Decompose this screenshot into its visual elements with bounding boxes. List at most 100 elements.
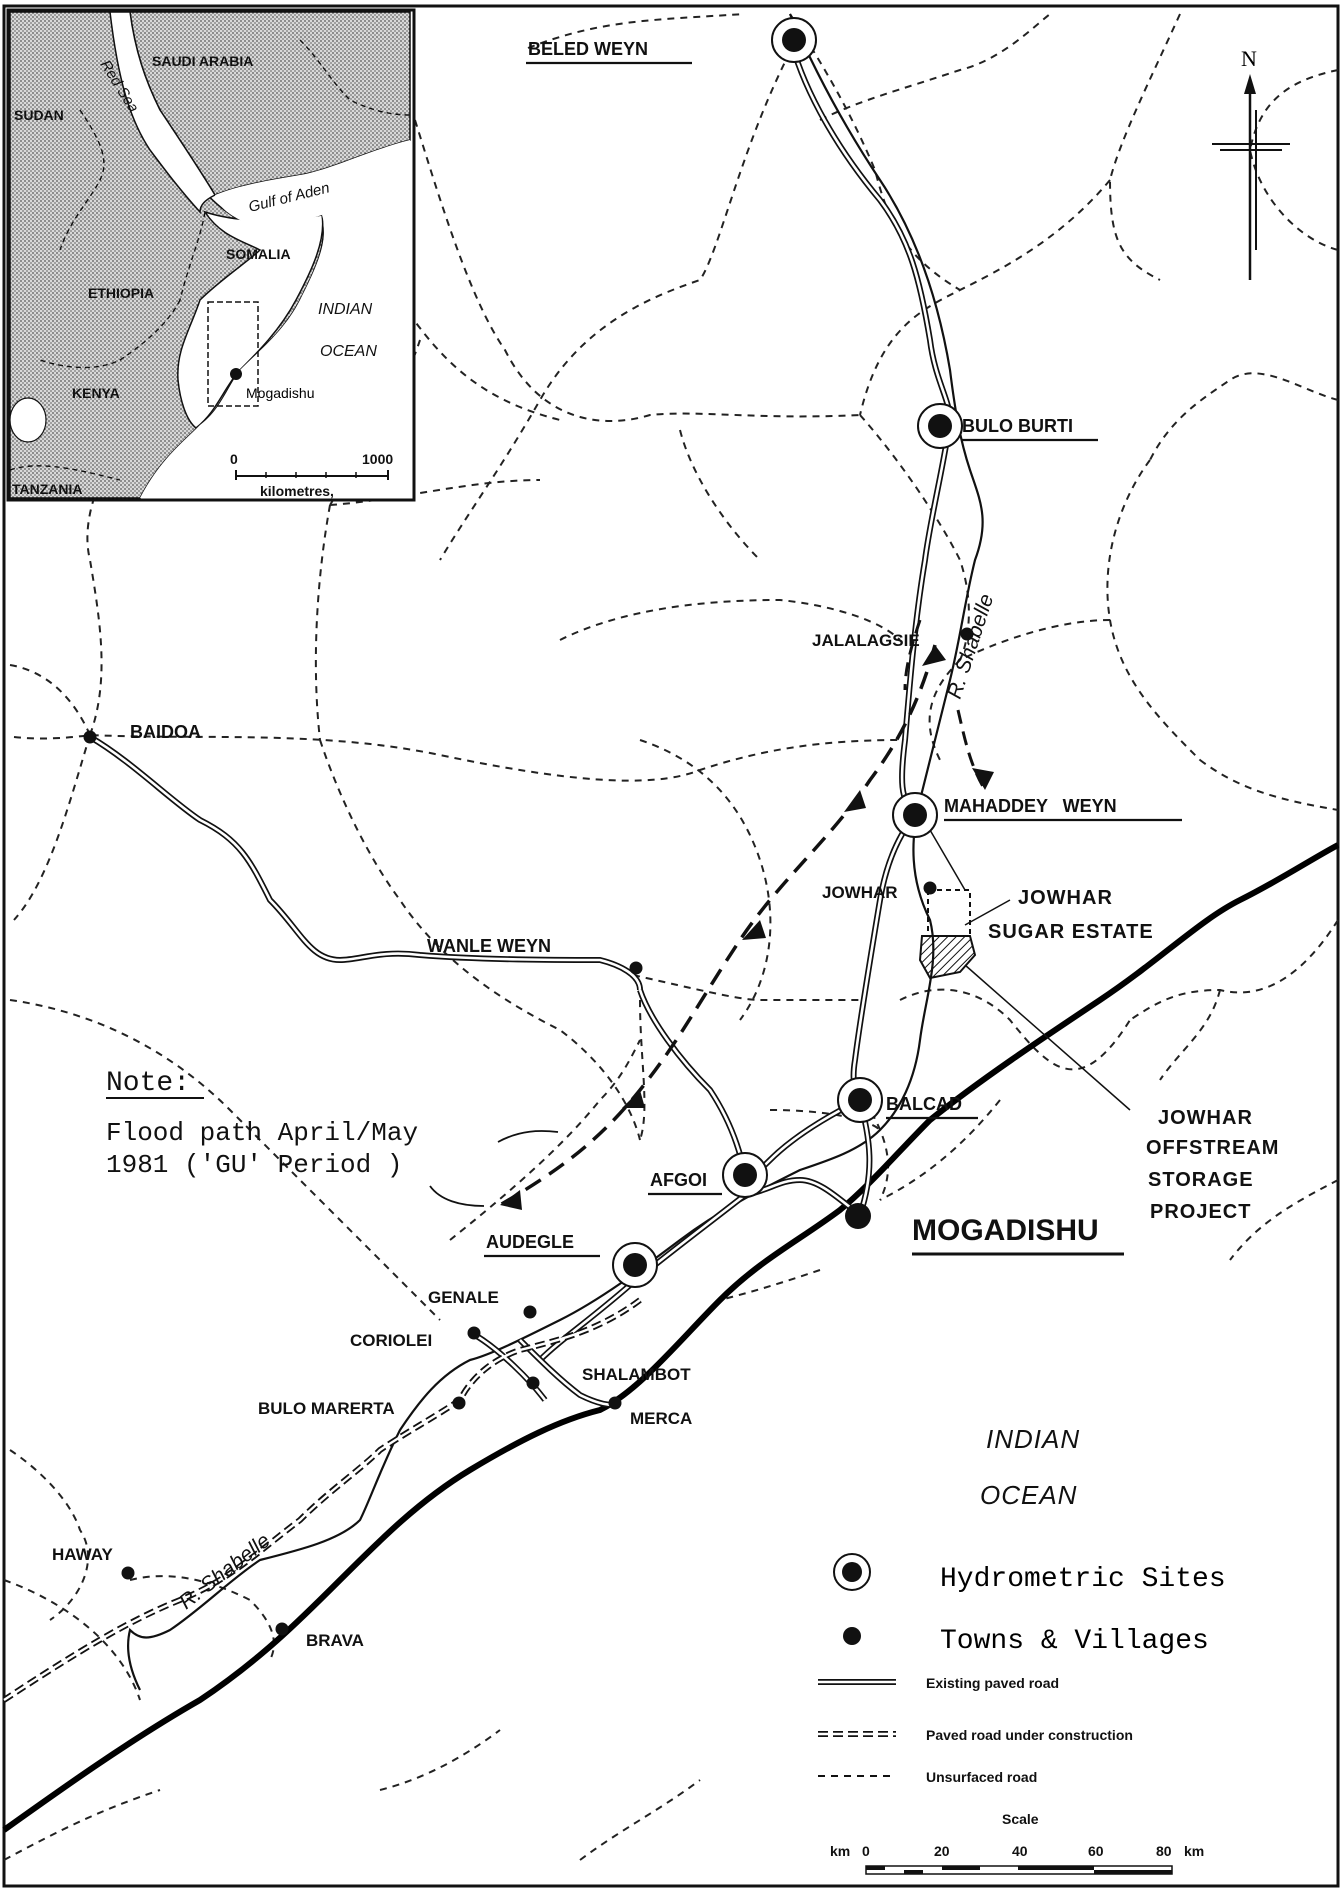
feature-labels: JOWHAR SUGAR ESTATE JOWHAR OFFSTREAM STO… <box>988 887 1279 1223</box>
inset-red-sea <box>109 11 217 214</box>
shabelle-river <box>126 13 984 1691</box>
label-offstream-1: JOWHAR <box>1158 1107 1253 1129</box>
inset-label-sudan: SUDAN <box>14 107 64 123</box>
inset-ocean <box>140 190 410 498</box>
hydrometric-afgoi <box>722 1152 768 1198</box>
ocean-label-ocean: OCEAN <box>980 1480 1077 1510</box>
scale-unit-suffix: km <box>1184 1843 1204 1859</box>
legend-hydrometric: Hydrometric Sites <box>940 1564 1226 1595</box>
jowhar-sugar-estate-area <box>927 889 971 937</box>
legend-hydrometric-symbol <box>833 1553 871 1591</box>
legend-under-construction: Paved road under construction <box>926 1727 1133 1743</box>
label-jowhar-sugar-2: SUGAR ESTATE <box>988 921 1154 943</box>
inset-mogadishu-dot <box>230 368 242 380</box>
north-arrow: N <box>1212 46 1290 280</box>
unsurfaced-road-network <box>3 13 1339 1861</box>
town-jalalagsie <box>960 627 974 641</box>
label-jalalagsie: JALALAGSIE <box>812 631 920 650</box>
coastline <box>2 842 1340 1833</box>
scale-tick-80: 80 <box>1156 1843 1172 1859</box>
label-balcad: BALCAD <box>886 1094 962 1114</box>
label-mogadishu: MOGADISHU <box>912 1214 1099 1247</box>
town-jowhar <box>923 881 937 895</box>
scale-tick-0: 0 <box>862 1843 870 1859</box>
mahaddey-estate-leader <box>929 829 966 891</box>
hydrometric-beled-weyn <box>771 17 817 63</box>
inset-label-kenya: KENYA <box>72 385 120 401</box>
flood-note: Note: Flood path April/May 1981 ('GU' Pe… <box>106 1068 559 1207</box>
mogadishu-marker <box>845 1203 871 1229</box>
label-jowhar: JOWHAR <box>822 883 898 902</box>
inset-somalia <box>177 210 324 429</box>
sugar-estate-leader <box>964 899 1011 926</box>
legend-town-symbol <box>843 1627 861 1645</box>
label-jowhar-sugar-1: JOWHAR <box>1018 887 1113 909</box>
towns <box>83 627 974 1636</box>
label-brava: BRAVA <box>306 1631 364 1650</box>
river-label-lower: R. Shabelle <box>175 1529 275 1614</box>
map-frame <box>2 4 1340 1888</box>
scale-tick-60: 60 <box>1088 1843 1104 1859</box>
offstream-leader <box>964 964 1131 1111</box>
inset-label-ethiopia: ETHIOPIA <box>88 285 154 301</box>
inset-study-area-box <box>207 301 259 407</box>
town-wanle-weyn <box>629 961 643 975</box>
label-wanle-weyn: WANLE WEYN <box>427 936 551 956</box>
town-baidoa <box>83 730 97 744</box>
inset-label-mogadishu: Mogadishu <box>246 385 315 401</box>
inset-label-saudi-arabia: SAUDI ARABIA <box>152 53 253 69</box>
inset-label-tanzania: TANZANIA <box>12 481 83 497</box>
label-baidoa: BAIDOA <box>130 722 201 742</box>
town-genale <box>523 1305 537 1319</box>
place-labels: BELED WEYN BULO BURTI JALALAGSIE BAIDOA … <box>52 39 1182 1650</box>
note-line-2: 1981 ('GU' Period ) <box>106 1150 402 1180</box>
label-offstream-2: OFFSTREAM <box>1146 1137 1279 1159</box>
jowhar-offstream-storage-area <box>918 935 977 980</box>
town-brava <box>275 1622 289 1636</box>
town-coriolei <box>467 1326 481 1340</box>
hydrometric-balcad <box>837 1077 883 1123</box>
label-offstream-3: STORAGE <box>1148 1169 1254 1191</box>
inset-scale-start: 0 <box>230 451 238 467</box>
label-beled-weyn: BELED WEYN <box>528 39 648 59</box>
inset-label-ocean: OCEAN <box>320 343 377 360</box>
label-genale: GENALE <box>428 1288 499 1307</box>
town-merca <box>608 1396 622 1410</box>
hydrometric-sites <box>612 17 963 1288</box>
label-shalambot: SHALAMBOT <box>582 1365 691 1384</box>
inset-label-indian: INDIAN <box>318 301 373 318</box>
label-bulo-burti: BULO BURTI <box>962 416 1073 436</box>
hydrometric-mahaddey-weyn <box>892 792 938 838</box>
hydrometric-bulo-burti <box>917 403 963 449</box>
legend-paved: Existing paved road <box>926 1675 1059 1691</box>
inset-map: SAUDI ARABIA SUDAN Red Sea Gulf of Aden … <box>6 8 416 502</box>
scale-tick-20: 20 <box>934 1843 950 1859</box>
legend-towns: Towns & Villages <box>940 1626 1209 1657</box>
road-under-construction <box>2 1297 642 1703</box>
label-coriolei: CORIOLEI <box>350 1331 432 1350</box>
legend-unsurfaced: Unsurfaced road <box>926 1769 1037 1785</box>
label-mahaddey-weyn: MAHADDEY WEYN <box>944 796 1117 816</box>
town-haway <box>121 1566 135 1580</box>
scale-bar: Scale km 0 20 40 60 80 km <box>830 1811 1204 1875</box>
note-title: Note: <box>106 1068 190 1099</box>
label-bulo-marerta: BULO MARERTA <box>258 1399 395 1418</box>
inset-label-somalia: SOMALIA <box>226 246 291 262</box>
legend: Hydrometric Sites Towns & Villages Exist… <box>818 1553 1226 1785</box>
flood-path <box>499 619 994 1210</box>
ocean-label-indian: INDIAN <box>986 1424 1080 1454</box>
scale-unit-prefix: km <box>830 1843 850 1859</box>
inset-scale-end: 1000 <box>362 451 393 467</box>
hydrometric-audegle <box>612 1242 658 1288</box>
label-audegle: AUDEGLE <box>486 1232 574 1252</box>
scale-tick-40: 40 <box>1012 1843 1028 1859</box>
label-afgoi: AFGOI <box>650 1170 707 1190</box>
north-label: N <box>1241 46 1257 71</box>
town-shalambot <box>526 1376 540 1390</box>
inset-scale-unit: kilometres, <box>260 483 334 499</box>
town-bulo-marerta <box>452 1396 466 1410</box>
label-merca: MERCA <box>630 1409 692 1428</box>
label-haway: HAWAY <box>52 1545 113 1564</box>
label-offstream-4: PROJECT <box>1150 1201 1251 1223</box>
